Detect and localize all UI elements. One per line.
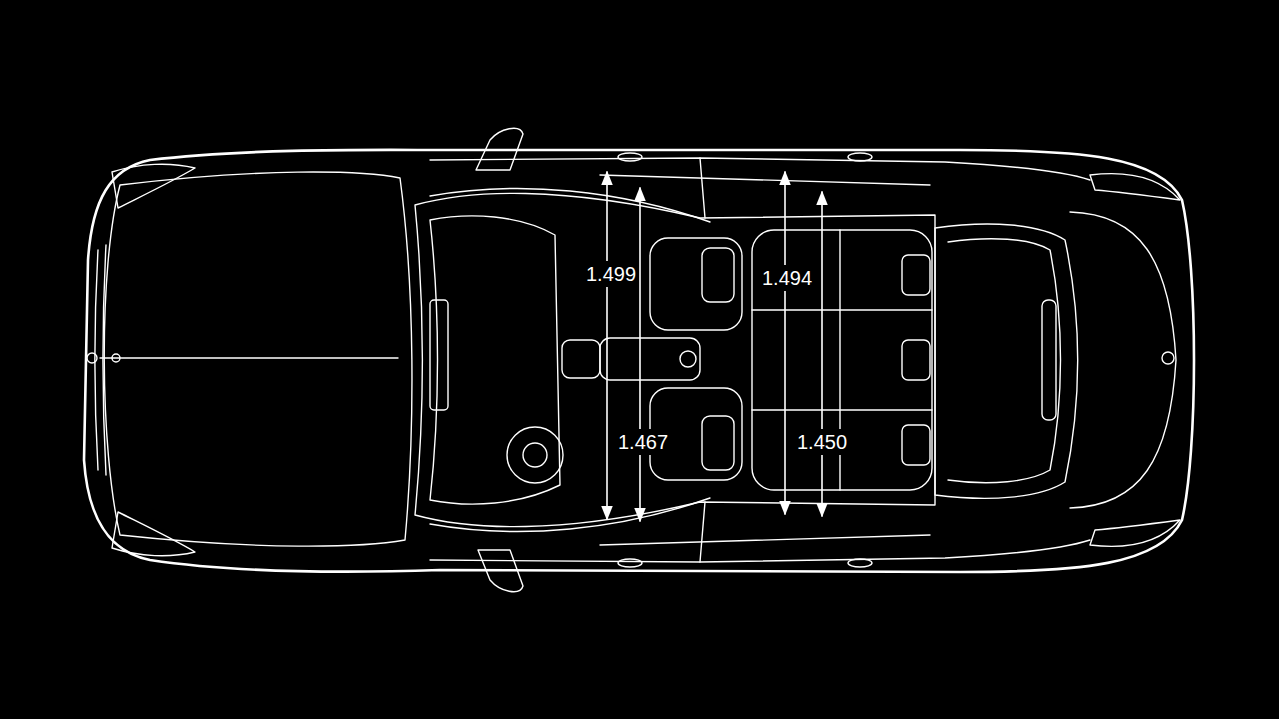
taillight xyxy=(1090,174,1180,200)
hood-star xyxy=(112,354,120,362)
door-handle xyxy=(618,153,642,161)
door-handle xyxy=(848,559,872,567)
rear-window-inner xyxy=(948,239,1061,483)
steering-hub xyxy=(523,443,547,467)
front-seat xyxy=(650,238,742,330)
dimension-label: 1.450 xyxy=(794,429,850,455)
steering-wheel xyxy=(507,427,563,483)
console-knob xyxy=(680,351,696,367)
headrest xyxy=(902,340,930,380)
side-line xyxy=(430,158,1090,180)
hood-center-line xyxy=(100,357,398,358)
side-line xyxy=(430,540,1090,562)
grille xyxy=(95,245,106,475)
dimension-arrow xyxy=(606,172,608,519)
headrest xyxy=(702,416,734,470)
cabin-outline xyxy=(415,193,935,526)
gear-selector xyxy=(562,340,600,378)
dimension-arrow xyxy=(639,188,641,521)
door-handle xyxy=(848,153,872,161)
hood xyxy=(104,172,412,546)
b-pillar xyxy=(700,158,705,562)
headlight xyxy=(112,164,195,208)
side-mirror xyxy=(478,550,523,592)
dimension-label: 1.467 xyxy=(615,429,671,455)
side-mirror xyxy=(476,128,523,170)
headrest xyxy=(902,255,930,295)
dimension-label: 1.494 xyxy=(759,265,815,291)
center-console xyxy=(600,338,700,380)
headlight xyxy=(112,512,195,556)
headrest xyxy=(702,248,734,302)
taillight xyxy=(1090,520,1180,546)
body-outline xyxy=(84,150,1194,572)
trunk-handle xyxy=(1042,300,1056,420)
rear-bench xyxy=(752,230,932,490)
dashboard xyxy=(430,216,560,504)
vent xyxy=(430,300,448,410)
dimension-arrow xyxy=(784,172,786,514)
rear-emblem xyxy=(1162,352,1174,364)
dimension-label: 1.499 xyxy=(583,261,639,287)
bench-split xyxy=(752,230,932,490)
trunk-lid xyxy=(1070,212,1176,508)
door-handle xyxy=(618,559,642,567)
rear-window xyxy=(935,224,1078,498)
headrest xyxy=(902,425,930,465)
dimension-arrow xyxy=(821,192,823,516)
